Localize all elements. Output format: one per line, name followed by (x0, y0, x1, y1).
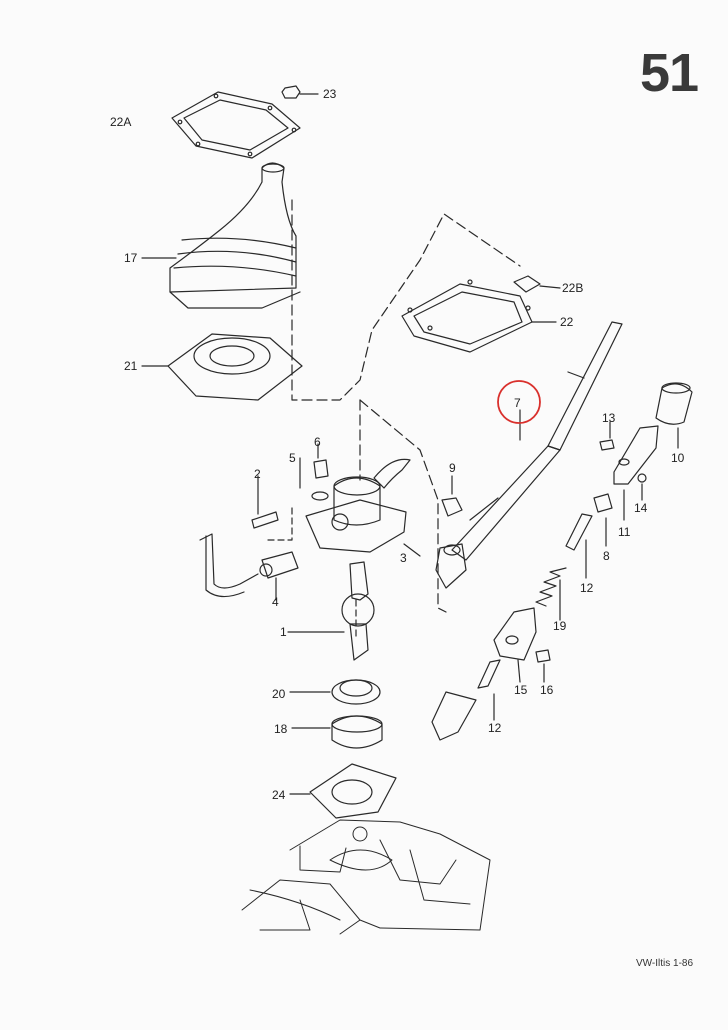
part-12-lower-pin (431, 659, 501, 741)
part-20-spring-clip (289, 679, 381, 705)
label-16: 16 (540, 683, 554, 697)
part-14-nut (637, 473, 647, 501)
part-3-housing (305, 458, 421, 557)
label-9: 9 (449, 461, 456, 475)
part-7-shift-rod (435, 321, 623, 589)
label-18: 18 (274, 722, 288, 736)
label-5: 5 (289, 451, 296, 465)
label-17: 17 (124, 251, 138, 265)
label-19: 19 (553, 619, 567, 633)
label-14: 14 (634, 501, 648, 515)
part-5-washer (299, 457, 329, 501)
label-2: 2 (254, 467, 261, 481)
part-21-seal-plate (141, 333, 303, 401)
label-13: 13 (602, 411, 616, 425)
part-8-sleeve (593, 493, 613, 547)
gearbox-housing (241, 819, 491, 935)
part-1-gear-lever (287, 561, 375, 661)
part-4-bushing (199, 533, 299, 601)
label-20: 20 (272, 687, 286, 701)
label-10: 10 (671, 451, 685, 465)
label-21: 21 (124, 359, 138, 373)
label-3: 3 (400, 551, 407, 565)
part-2-pin (251, 475, 279, 529)
label-12-lower: 12 (488, 721, 502, 735)
part-13-screw (599, 421, 615, 451)
label-11: 11 (618, 525, 631, 539)
part-15-coupling (493, 607, 537, 683)
part-24-gasket (289, 763, 397, 819)
footer-reference: VW-Iltis 1-86 (636, 958, 694, 969)
part-16-screw (535, 649, 551, 683)
label-4: 4 (272, 595, 279, 609)
label-23: 23 (323, 87, 337, 101)
label-22A: 22A (110, 115, 131, 129)
label-22: 22 (560, 315, 574, 329)
part-22-frame (401, 279, 557, 353)
part-19-spring (535, 567, 567, 621)
page-number: 51 (640, 43, 699, 103)
label-24: 24 (272, 788, 286, 802)
part-12-pin (565, 513, 593, 579)
part-22A-frame (171, 91, 301, 159)
highlight-circle (497, 380, 541, 424)
label-6: 6 (314, 435, 321, 449)
part-17-boot (141, 162, 301, 309)
label-8: 8 (603, 549, 610, 563)
label-7: 7 (514, 396, 521, 410)
part-6-screw (313, 443, 329, 479)
part-22B-clip (513, 275, 561, 293)
label-22B: 22B (562, 281, 583, 295)
part-10-knob (655, 382, 693, 449)
part-18-bearing-ring (291, 715, 383, 749)
part-9-nut (441, 475, 463, 517)
part-23-nut (281, 85, 319, 99)
label-1: 1 (280, 625, 287, 639)
label-15: 15 (514, 683, 528, 697)
label-12-upper: 12 (580, 581, 594, 595)
part-11-lever (613, 425, 659, 521)
